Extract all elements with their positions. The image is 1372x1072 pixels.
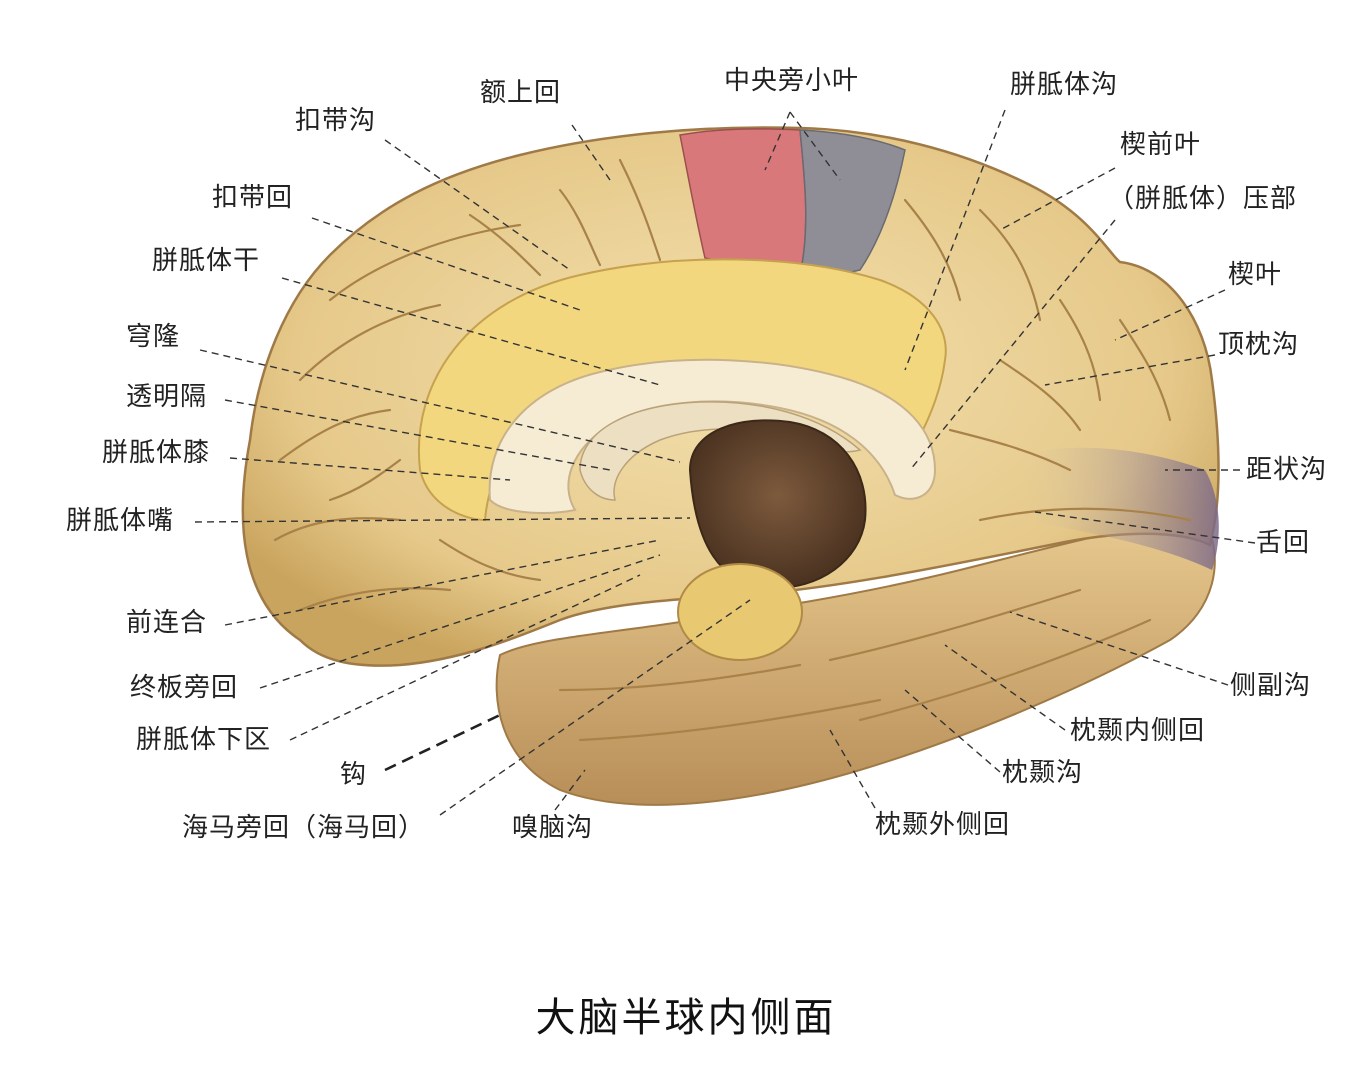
leader-line-gou (384, 713, 501, 772)
label-kou-dai-gou: 扣带沟 (295, 106, 377, 136)
corpus-callosum (488, 358, 937, 514)
label-xie-ye: 楔叶 (1228, 260, 1283, 290)
leader-lines (194, 109, 1256, 816)
label-pianzhiti-xi: 胼胝体膝 (102, 438, 211, 468)
label-e-shang-hui: 额上回 (480, 78, 562, 108)
label-zhen-nie-gou: 枕颞沟 (1002, 758, 1084, 788)
label-zhen-nie-waice-hui: 枕颞外侧回 (875, 810, 1011, 840)
label-gou: 钩 (340, 760, 368, 790)
uncus-bulge (677, 563, 803, 661)
label-pianzhiti-gou: 胼胝体沟 (1010, 70, 1119, 100)
label-kou-dai-hui: 扣带回 (212, 183, 294, 213)
label-she-hui: 舌回 (1256, 528, 1311, 558)
label-pianzhiti-gan: 胼胝体干 (152, 246, 261, 276)
label-xie-qian-ye: 楔前叶 (1120, 130, 1202, 160)
label-touming-ge: 透明隔 (126, 382, 208, 412)
label-yabu: （胼胝体）压部 (1108, 184, 1298, 214)
label-ce-fu-gou: 侧副沟 (1230, 671, 1312, 701)
label-pianzhiti-xiaqu: 胼胝体下区 (136, 725, 272, 755)
label-haima-panghui: 海马旁回（海马回） (182, 813, 426, 843)
label-zhen-nie-neice-hui: 枕颞内侧回 (1070, 716, 1206, 746)
label-ding-zhen-gou: 顶枕沟 (1218, 330, 1300, 360)
figure-caption: 大脑半球内侧面 (535, 995, 837, 1041)
label-zhongyang-pangxiaoye: 中央旁小叶 (724, 66, 860, 96)
label-xiu-nao-gou: 嗅脑沟 (512, 813, 594, 843)
sulci-lines (273, 158, 1192, 742)
label-zhongban-panghui: 终板旁回 (130, 673, 239, 703)
leader-line-xiunaogou (554, 769, 586, 811)
label-ju-zhuang-gou: 距状沟 (1246, 455, 1328, 485)
label-pianzhiti-zui: 胼胝体嘴 (66, 506, 175, 536)
label-qionglong: 穹隆 (126, 322, 181, 352)
label-qian-lianhe: 前连合 (126, 608, 208, 638)
paracentral-gray-region (799, 129, 906, 277)
